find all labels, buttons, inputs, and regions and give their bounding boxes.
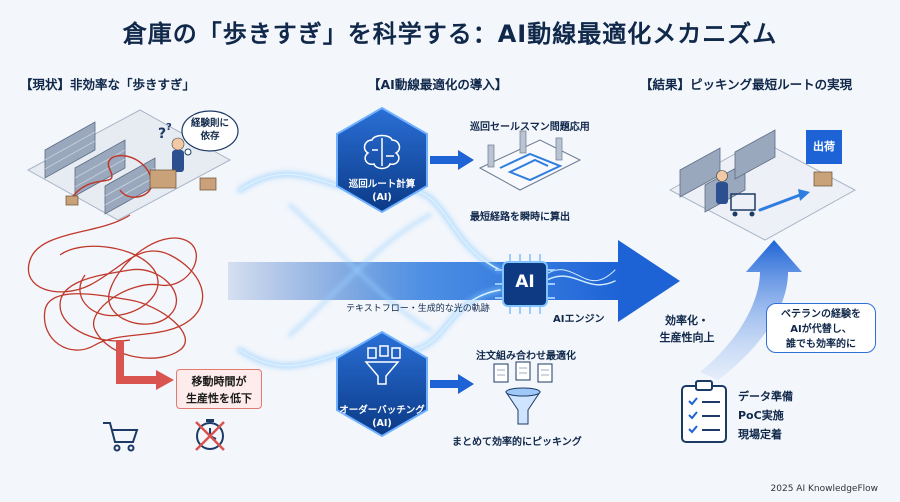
thought-line-2: 依存 [200,131,220,142]
brain-icon [363,134,401,170]
step-adoption: 現場定着 [738,428,782,441]
problem-arrow [116,340,174,390]
warehouse-result [668,129,857,241]
ai-chip [495,254,555,314]
thought-text: 経験則に 依存 [186,117,234,143]
hex-batching-label: オーダーバッチング (AI) [337,404,427,430]
hex-batching-line-1: オーダーバッチング [339,405,425,416]
problem-line-1: 移動時間が [191,375,247,388]
hex-route-calc-label: 巡回ルート計算 (AI) [337,178,427,204]
funnel-icon [364,345,401,385]
hex-route-calculation [336,106,428,214]
textflow-label: テキストフロー・生成的な光の軌跡 [346,304,490,314]
thought-line-1: 経験則に [190,118,229,129]
hex-batching-line-2: (AI) [372,418,392,429]
order-optimization-label: 注文組み合わせ最適化 [476,351,576,362]
tangled-path [27,214,204,359]
steps-list: データ準備 PoC実施 現場定着 [738,387,793,444]
section-header-current: 【現状】非効率な「歩きすぎ」 [20,77,196,92]
route-map-icon [478,130,582,191]
warehouse-current: ? ? [26,109,232,221]
efficiency-label: 効率化・ 生産性向上 [652,312,722,346]
footer-credit: 2025 AI KnowledgeFlow [770,484,878,494]
timer-crossed-icon [195,419,225,451]
documents-funnel-icon [493,361,553,425]
cart-icon [103,422,139,452]
problem-line-2: 生産性を低下 [186,392,252,405]
hex-route-calc-line-2: (AI) [372,192,392,203]
section-header-result: 【結果】ピッキング最短ルートの実現 [640,77,853,92]
section-header-ai: 【AI動線最適化の導入】 [368,77,508,92]
hex-order-batching [336,330,428,438]
bubble-line-3: 誰でも効率的に [786,339,856,350]
efficiency-line-2: 生産性向上 [659,331,715,344]
veteran-bubble: ベテランの経験を AIが代替し、 誰でも効率的に [766,303,876,353]
step-data-prep: データ準備 [738,390,793,403]
page-title: 倉庫の「歩きすぎ」を科学する：AI動線最適化メカニズム [122,20,778,48]
thought-bubble [181,110,239,156]
ai-engine-label: AIエンジン [553,314,605,325]
tsp-label: 巡回セールスマン問題応用 [470,122,590,133]
hex-route-calc-line-1: 巡回ルート計算 [348,179,416,190]
svg-text:?: ? [166,122,172,133]
bubble-line-2: AIが代替し、 [790,324,852,335]
arrow-to-order-opt [430,374,474,394]
checklist-icon [681,380,727,443]
svg-text:?: ? [158,126,166,142]
bubble-line-1: ベテランの経験を [781,309,861,320]
batch-picking-label: まとめて効率的にピッキング [452,437,582,448]
shortest-path-label: 最短経路を瞬時に算出 [470,212,570,223]
efficiency-line-1: 効率化・ [665,314,709,327]
shipping-sign: 出荷 [813,140,835,153]
arrow-to-tsp [430,150,474,170]
growth-arrow [700,240,802,380]
step-poc: PoC実施 [738,409,784,422]
main-flow-arrow [228,240,680,322]
ai-chip-label: AI [515,272,535,292]
problem-box: 移動時間が 生産性を低下 [176,369,262,409]
